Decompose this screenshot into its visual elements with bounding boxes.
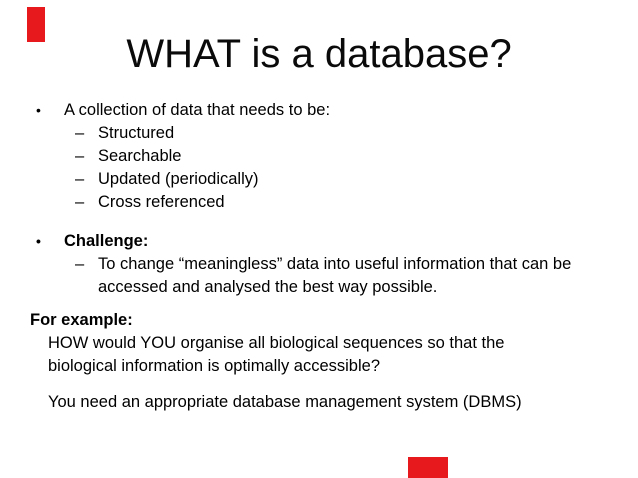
red-annotation-rectangle-top-left (27, 7, 45, 42)
text-line: HOW would YOU organise all biological se… (48, 334, 505, 352)
text-line: accessed and analysed the best way possi… (98, 278, 438, 296)
sub-bullet-text: Searchable (98, 147, 182, 165)
slide-body: •A collection of data that needs to be: … (0, 99, 638, 414)
dash-marker: – (75, 170, 85, 188)
sub-bullet-item: –Updated (periodically) (0, 168, 638, 191)
example-paragraph: HOW would YOU organise all biological se… (0, 332, 638, 378)
bullet-item-text: Challenge: (64, 232, 149, 250)
slide-title: WHAT is a database? (126, 32, 512, 76)
spacer (0, 299, 638, 309)
bullet-point-marker: • (36, 102, 41, 118)
for-example-label: For example: (30, 311, 133, 329)
spacer (0, 214, 638, 230)
sub-bullet-text: Cross referenced (98, 193, 225, 211)
sub-bullet-item: –Searchable (0, 145, 638, 168)
sub-bullet-item: –Cross referenced (0, 191, 638, 214)
spacer (0, 378, 638, 391)
red-annotation-rectangle-bottom-right (408, 457, 448, 478)
text-line: biological information is optimally acce… (48, 357, 380, 375)
dbms-statement: You need an appropriate database managem… (48, 393, 522, 411)
bullet-item: • A collection of data that needs to be: (0, 99, 638, 122)
bullet-item-challenge: • Challenge: (0, 230, 638, 253)
sub-bullet-item: –Structured (0, 122, 638, 145)
sub-bullet-text: Updated (periodically) (98, 170, 259, 188)
sub-bullet-text: Structured (98, 124, 175, 142)
text-line: To change “meaningless” data into useful… (98, 255, 572, 273)
dash-marker: – (75, 147, 85, 165)
bullet-item-text: A collection of data that needs to be: (64, 101, 331, 119)
sub-bullet-text: To change “meaningless” data into useful… (98, 253, 571, 299)
dash-marker: – (75, 124, 85, 142)
bullet-point-marker: • (36, 233, 41, 249)
dash-marker: – (75, 255, 85, 273)
dash-marker: – (75, 193, 85, 211)
sub-bullet-item-multiline: – To change “meaningless” data into usef… (0, 253, 638, 299)
